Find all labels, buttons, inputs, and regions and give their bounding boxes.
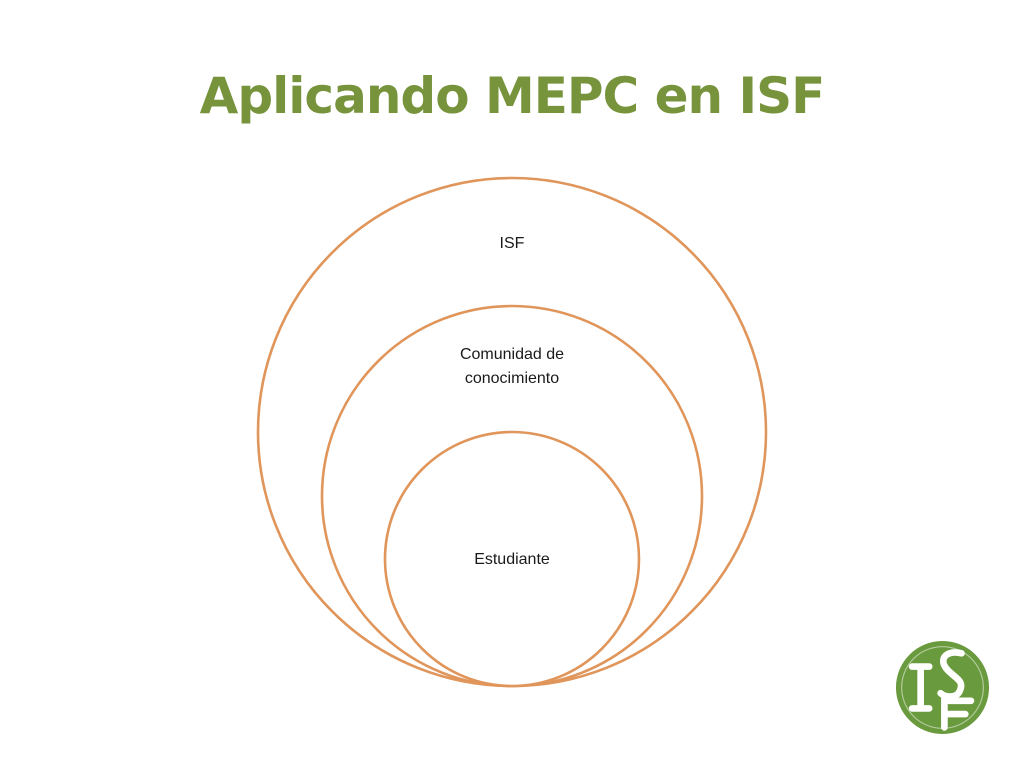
- circle-inner-estudiante: [383, 430, 641, 688]
- label-estudiante: Estudiante: [474, 551, 550, 568]
- label-comunidad-line1: Comunidad de: [460, 346, 564, 363]
- isf-logo: [895, 640, 990, 735]
- label-isf: ISF: [500, 235, 525, 252]
- slide-title: Aplicando MEPC en ISF: [199, 67, 826, 125]
- label-comunidad-line2: conocimiento: [465, 370, 559, 387]
